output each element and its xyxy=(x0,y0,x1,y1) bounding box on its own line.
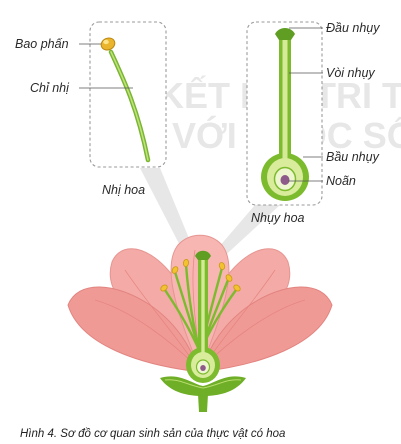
label-ovule: Noãn xyxy=(326,174,356,188)
style-inner xyxy=(283,36,288,164)
label-style: Vòi nhụy xyxy=(326,66,375,80)
figure-caption: Hình 4. Sơ đồ cơ quan sinh sản của thực … xyxy=(20,428,285,440)
flower xyxy=(68,235,332,412)
flower-style-inner xyxy=(201,255,204,360)
stem xyxy=(198,394,208,412)
ovule-shape xyxy=(281,175,290,185)
flower-ovule xyxy=(200,365,206,371)
label-pistil: Nhụy hoa xyxy=(251,211,305,225)
label-anther: Bao phấn xyxy=(15,37,69,51)
pistil-inset xyxy=(247,22,322,205)
label-stigma: Đầu nhụy xyxy=(326,21,380,35)
label-ovary: Bầu nhụy xyxy=(326,150,380,164)
label-filament: Chỉ nhị xyxy=(30,81,70,95)
label-stamen: Nhị hoa xyxy=(102,183,145,197)
anther-highlight xyxy=(103,40,109,44)
stamen-inset xyxy=(90,22,166,167)
